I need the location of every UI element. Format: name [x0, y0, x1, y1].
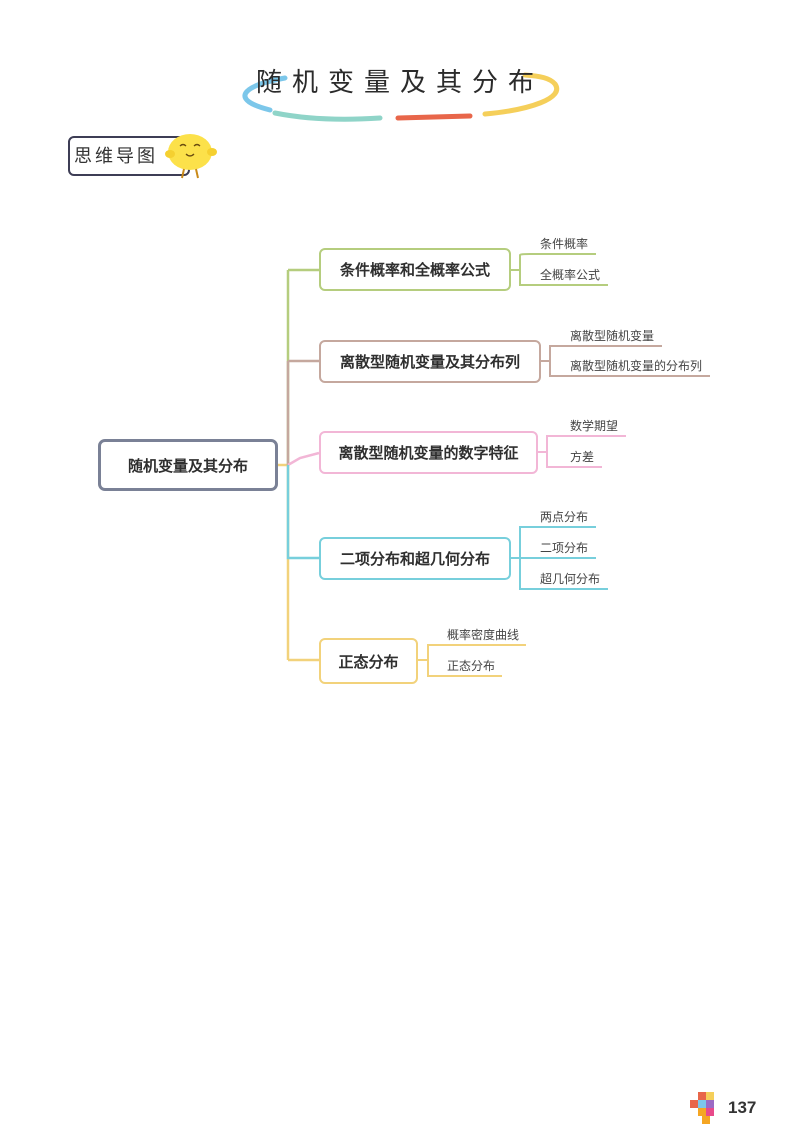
mindmap-badge-label: 思维导图 [74, 146, 158, 167]
page-number: 137 [728, 1098, 757, 1117]
page-title-group: 随机变量及其分布 [230, 48, 570, 128]
mindmap-badge: 思维导图 [68, 136, 198, 176]
branch-node-discrete-distribution: 离散型随机变量及其分布列 [319, 340, 541, 383]
leaf-conditional-probability: 条件概率 [540, 237, 589, 251]
leaf-two-point-distribution: 两点分布 [540, 510, 589, 524]
leaf-hypergeometric-distribution: 超几何分布 [540, 572, 601, 586]
leaf-discrete-random-variable: 离散型随机变量 [570, 329, 655, 343]
branch-node-binomial-hypergeometric: 二项分布和超几何分布 [319, 537, 511, 580]
branch-node-conditional-probability: 条件概率和全概率公式 [319, 248, 511, 291]
branch-node-numerical-characteristics: 离散型随机变量的数字特征 [319, 431, 538, 474]
leaf-normal-distribution: 正态分布 [447, 659, 496, 673]
leaf-total-probability: 全概率公式 [540, 268, 601, 282]
page-title: 随机变量及其分布 [255, 68, 544, 98]
branch-node-normal-distribution: 正态分布 [319, 638, 418, 684]
leaf-expectation: 数学期望 [570, 419, 619, 433]
lemon-mascot-icon [165, 134, 217, 179]
mindmap-root-node: 随机变量及其分布 [98, 439, 278, 491]
leaf-binomial-distribution: 二项分布 [540, 541, 589, 555]
leaf-distribution-list: 离散型随机变量的分布列 [570, 359, 703, 373]
title-decoration-arcs [242, 72, 560, 122]
leaf-density-curve: 概率密度曲线 [447, 628, 520, 642]
leaf-variance: 方差 [570, 450, 595, 464]
publisher-logo-icon [690, 1092, 714, 1124]
